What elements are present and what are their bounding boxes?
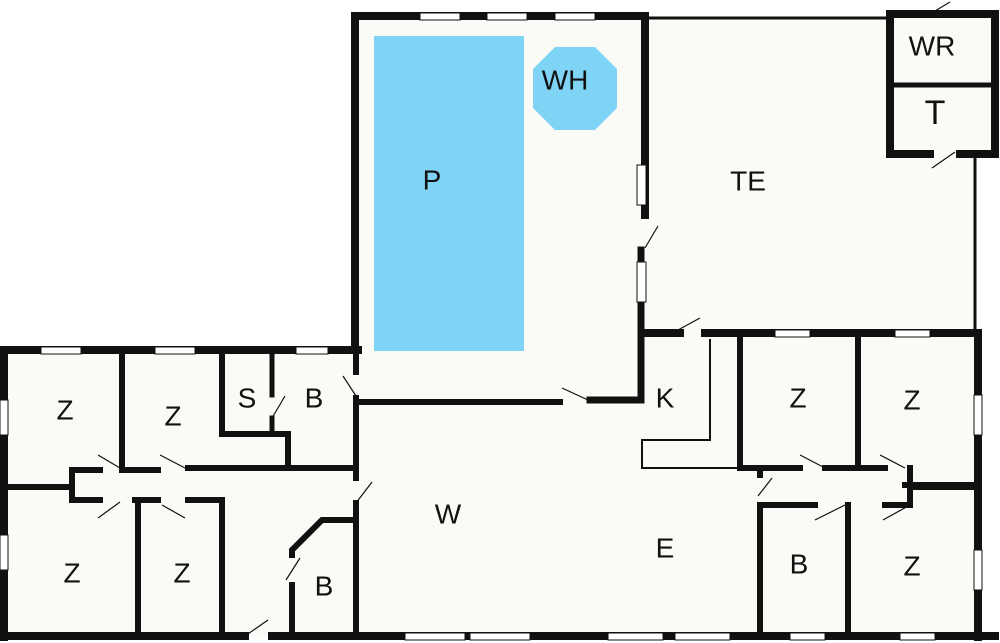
label-sauna: S bbox=[238, 383, 257, 414]
label-bathroom: B bbox=[305, 383, 324, 414]
label-bathroom: B bbox=[315, 571, 334, 602]
label-bedroom: Z bbox=[903, 551, 920, 582]
label-living: W bbox=[435, 499, 462, 530]
west-wing-floor bbox=[4, 350, 360, 637]
label-terrace: TE bbox=[730, 166, 766, 197]
doors bbox=[97, 1, 956, 637]
label-kitchen: K bbox=[656, 383, 675, 414]
label-dining: E bbox=[656, 533, 675, 564]
windows bbox=[0, 12, 983, 641]
label-pool: P bbox=[423, 165, 442, 196]
label-bedroom: Z bbox=[903, 385, 920, 416]
label-bedroom: Z bbox=[56, 395, 73, 426]
room-labels: P WH TE WR T S K W E Z Z Z Z Z Z Z B B B bbox=[56, 31, 955, 602]
label-bedroom: Z bbox=[173, 558, 190, 589]
label-whirlpool: WH bbox=[542, 65, 589, 96]
whirlpool bbox=[533, 47, 617, 130]
label-bedroom: Z bbox=[63, 558, 80, 589]
label-bedroom: Z bbox=[789, 383, 806, 414]
label-toilet: T bbox=[925, 94, 946, 132]
label-bedroom: Z bbox=[164, 401, 181, 432]
label-washroom: WR bbox=[909, 31, 956, 62]
label-bathroom: B bbox=[790, 549, 809, 580]
pool bbox=[374, 36, 524, 351]
